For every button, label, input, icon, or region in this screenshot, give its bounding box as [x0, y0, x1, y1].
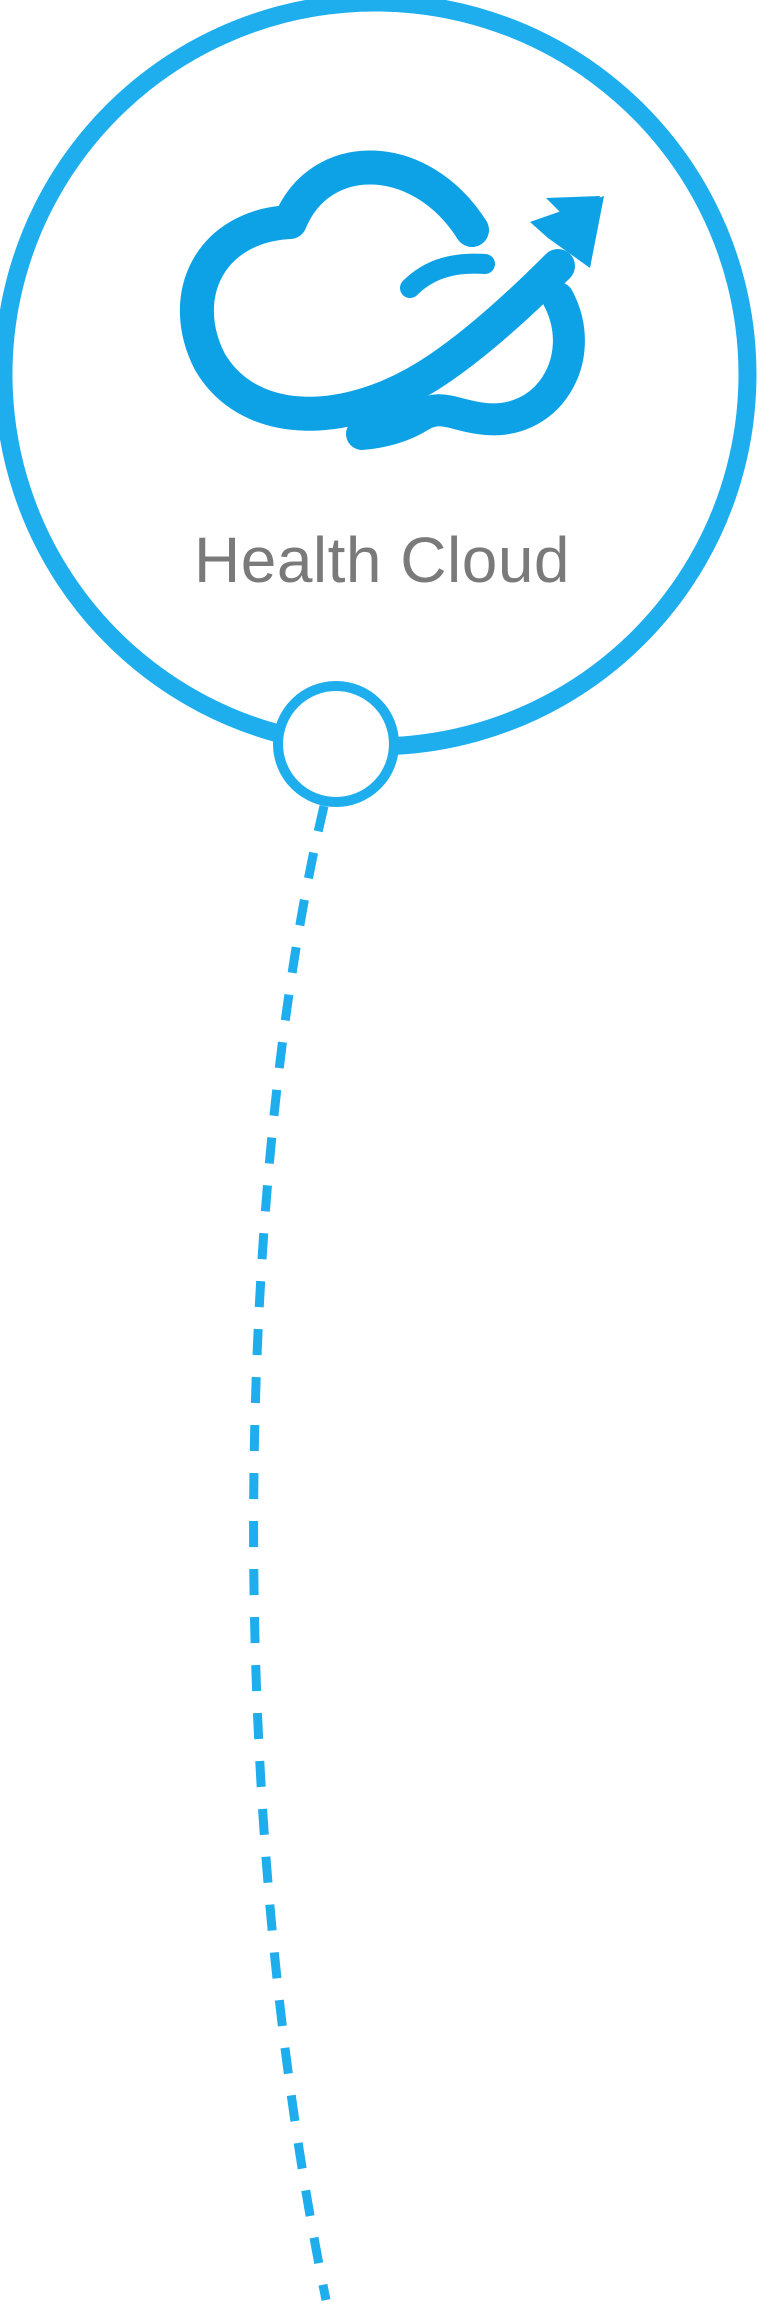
main-node-ring	[0, 0, 757, 755]
connector-node[interactable]	[273, 681, 399, 807]
node-label: Health Cloud	[194, 524, 570, 596]
dashed-connector-line	[249, 804, 331, 2301]
cloud-arrow-icon	[179, 150, 604, 450]
